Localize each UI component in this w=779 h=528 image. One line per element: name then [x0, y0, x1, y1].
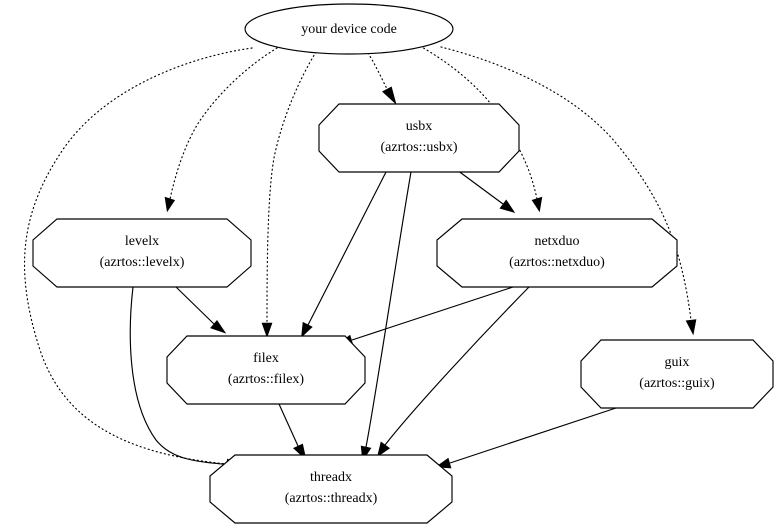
edge-device-to-usbx [367, 52, 397, 105]
arrow-head [210, 320, 227, 334]
edge-path [351, 286, 514, 341]
edge-path [278, 403, 299, 447]
octagon-shape [318, 103, 520, 173]
edge-path [129, 286, 237, 466]
arrow-head [531, 196, 543, 213]
node-label-line1: levelx [125, 234, 159, 249]
node-label-line2: (azrtos::levelx) [100, 255, 185, 270]
edge-filex-to-threadx [278, 403, 307, 461]
arrow-head [164, 196, 176, 213]
node-label-line1: your device code [301, 22, 397, 37]
octagon-shape [166, 335, 366, 405]
edge-device-to-levelx [164, 47, 278, 213]
octagon-shape [580, 339, 774, 409]
edge-path [175, 286, 215, 325]
edge-device-to-guix [440, 46, 697, 336]
edge-levelx-to-filex [175, 286, 227, 334]
edge-path [307, 171, 387, 326]
edge-path [367, 52, 388, 90]
node-label-line2: (azrtos::threadx) [285, 491, 378, 506]
arrow-head [261, 322, 273, 338]
node-label-line2: (azrtos::guix) [639, 376, 715, 391]
octagon-shape [209, 454, 453, 524]
arrow-head [377, 441, 391, 458]
node-threadx[interactable]: threadx (azrtos::threadx) [209, 454, 453, 524]
edge-path [456, 169, 504, 205]
edge-path [440, 46, 692, 321]
arrow-head [685, 319, 697, 336]
edge-path [266, 51, 317, 324]
edge-netxduo-to-threadx [377, 286, 530, 458]
node-filex[interactable]: filex (azrtos::filex) [166, 335, 366, 405]
edge-path [365, 171, 412, 448]
octagon-shape [32, 218, 252, 288]
node-label-line1: filex [253, 351, 279, 366]
ellipse-shape [244, 3, 454, 55]
edge-device-to-netxduo [419, 45, 543, 213]
edge-netxduo-to-filex [337, 286, 514, 346]
node-label-line1: threadx [310, 470, 352, 485]
node-usbx[interactable]: usbx (azrtos::usbx) [318, 103, 520, 173]
node-levelx[interactable]: levelx (azrtos::levelx) [32, 218, 252, 288]
edge-path [23, 47, 253, 465]
node-guix[interactable]: guix (azrtos::guix) [580, 339, 774, 409]
arrow-head [301, 321, 313, 338]
octagon-shape [436, 218, 678, 288]
node-label-line2: (azrtos::usbx) [381, 140, 458, 155]
node-label-line1: netxduo [534, 234, 579, 249]
node-label-line2: (azrtos::netxduo) [509, 255, 605, 270]
edge-usbx-to-netxduo [456, 169, 516, 214]
edge-usbx-to-filex [301, 171, 387, 338]
edge-path [384, 286, 530, 446]
node-label-line1: guix [665, 355, 690, 370]
edge-device-to-filex [261, 51, 317, 338]
edge-usbx-to-threadx [360, 171, 412, 462]
arrow-head [382, 86, 397, 105]
node-device-code[interactable]: your device code [244, 3, 454, 55]
arrow-head [499, 199, 516, 214]
node-layer: your device code usbx (azrtos::usbx) lev… [32, 3, 774, 524]
edge-path [419, 45, 538, 200]
edge-path [449, 407, 617, 464]
edge-guix-to-threadx [435, 407, 617, 469]
node-label-line1: usbx [406, 119, 432, 134]
node-label-line2: (azrtos::filex) [228, 372, 305, 387]
edge-layer [23, 45, 697, 470]
edge-path [169, 47, 278, 200]
node-netxduo[interactable]: netxduo (azrtos::netxduo) [436, 218, 678, 288]
